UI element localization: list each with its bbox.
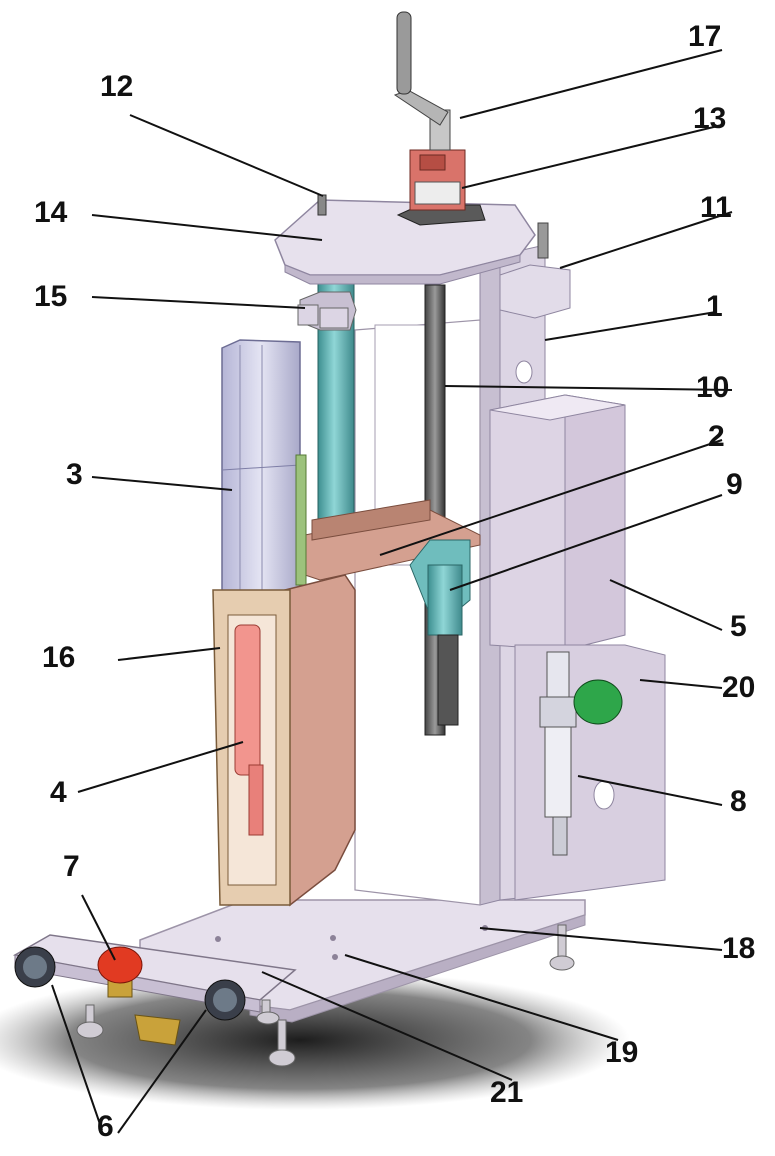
callout-11: 11: [700, 191, 732, 224]
base-hole: [332, 954, 338, 960]
callout-21: 21: [490, 1076, 524, 1109]
callout-12: 12: [100, 70, 134, 103]
base-hole: [215, 936, 221, 942]
sensor-block: [499, 264, 571, 319]
ground-shadow: [0, 970, 630, 1110]
filter-regulator: [546, 651, 570, 698]
callout-9: 9: [726, 468, 743, 501]
callout-14: 14: [34, 196, 68, 229]
callout-18: 18: [722, 932, 756, 965]
callout-10: 10: [696, 371, 730, 404]
callout-8: 8: [730, 785, 747, 818]
callout-6: 6: [97, 1110, 114, 1143]
callout-17: 17: [688, 20, 722, 53]
clamp-handle-arm: [393, 89, 449, 126]
emergency-stop-button: [97, 946, 143, 984]
copper-housing: [284, 574, 356, 907]
callout-15: 15: [34, 280, 68, 313]
callout-16: 16: [42, 641, 76, 674]
callout-5: 5: [730, 610, 747, 643]
clamp-handle-grip: [396, 11, 412, 95]
callout-7: 7: [63, 850, 80, 883]
callout-3: 3: [66, 458, 83, 491]
leveling-foot: [76, 924, 575, 1067]
callout-4: 4: [50, 776, 67, 809]
brass-fitting: [134, 1014, 181, 1046]
frame-hole: [515, 360, 533, 384]
inner-cylinder-tube: [234, 624, 261, 776]
callout-1: 1: [706, 290, 723, 323]
leader-lines: [51, 49, 733, 1134]
callout-2: 2: [708, 420, 725, 453]
guide-column: [317, 229, 355, 561]
base-plate-edge: [249, 914, 586, 1023]
panel-hole: [593, 780, 615, 810]
callout-20: 20: [722, 671, 756, 704]
callout-19: 19: [605, 1036, 639, 1069]
top-screw: [317, 194, 327, 216]
base-hole: [330, 935, 336, 941]
callout-13: 13: [693, 102, 727, 135]
regulator-knob: [573, 679, 623, 725]
